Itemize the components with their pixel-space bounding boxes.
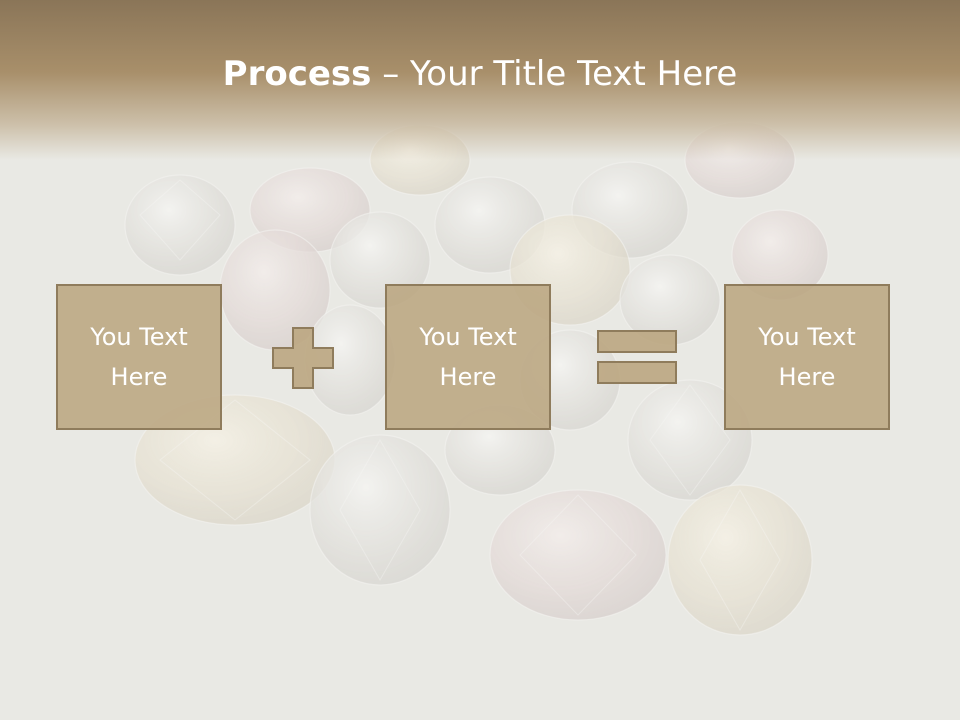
title-rest-text: Your Title Text Here	[410, 54, 738, 94]
slide-title[interactable]: Process – Your Title Text Here	[0, 52, 960, 96]
title-bold-text: Process	[222, 54, 372, 94]
process-box-1[interactable]: You Text Here	[56, 284, 222, 430]
equals-icon	[597, 330, 677, 384]
process-box-1-text: You Text Here	[90, 323, 188, 391]
plus-icon	[272, 327, 334, 389]
title-separator: –	[371, 54, 411, 94]
process-box-2-text: You Text Here	[419, 323, 517, 391]
title-band	[0, 0, 960, 160]
process-box-3-text: You Text Here	[758, 323, 856, 391]
process-box-3[interactable]: You Text Here	[724, 284, 890, 430]
process-box-2[interactable]: You Text Here	[385, 284, 551, 430]
